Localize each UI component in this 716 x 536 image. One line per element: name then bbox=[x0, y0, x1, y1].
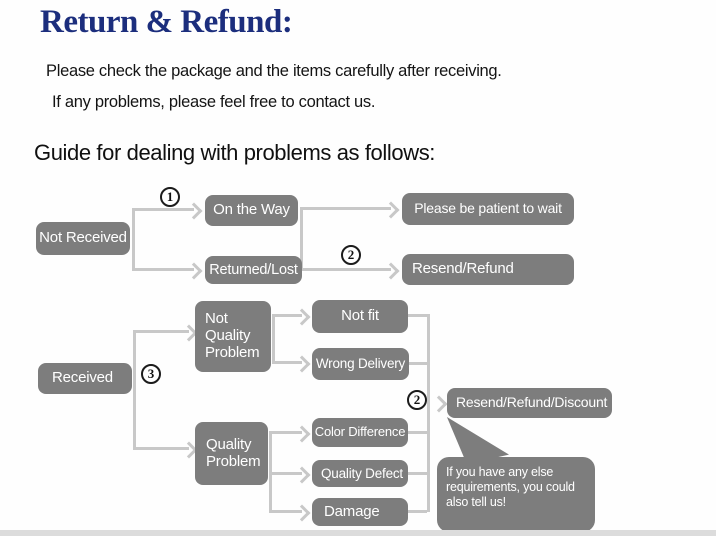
connector-line bbox=[132, 268, 194, 271]
connector-line bbox=[300, 207, 303, 270]
intro-line-2: If any problems, please feel free to con… bbox=[52, 93, 376, 111]
intro-line-1: Please check the package and the items c… bbox=[46, 62, 502, 80]
connector-line bbox=[272, 314, 302, 317]
guide-heading: Guide for dealing with problems as follo… bbox=[34, 140, 436, 165]
node-received: Received bbox=[38, 363, 132, 394]
connector-line bbox=[409, 362, 427, 365]
arrowhead-icon bbox=[185, 202, 203, 220]
arrowhead-icon bbox=[293, 355, 311, 373]
node-please-be-patient: Please be patient to wait bbox=[402, 193, 574, 225]
connector-line bbox=[408, 510, 427, 513]
node-quality-problem: Quality Problem bbox=[195, 422, 268, 485]
bottom-border-strip bbox=[0, 530, 716, 536]
connector-line bbox=[269, 431, 272, 512]
note-speech-bubble: If you have any else requirements, you c… bbox=[437, 457, 595, 532]
connector-line bbox=[272, 361, 302, 364]
arrowhead-icon bbox=[185, 262, 203, 280]
connector-line bbox=[132, 208, 194, 211]
arrowhead-icon bbox=[293, 504, 311, 522]
connector-line bbox=[133, 447, 189, 450]
connector-line bbox=[269, 472, 302, 475]
connector-line bbox=[408, 472, 427, 475]
connector-line bbox=[408, 314, 427, 317]
connector-line bbox=[300, 207, 391, 210]
arrowhead-icon bbox=[293, 308, 311, 326]
node-wrong-delivery: Wrong Delivery bbox=[312, 348, 409, 380]
node-resend-refund: Resend/Refund bbox=[402, 254, 574, 285]
connector-line bbox=[132, 208, 135, 271]
connector-line bbox=[133, 330, 189, 333]
arrowhead-icon bbox=[293, 425, 311, 443]
step-marker-2-top: 2 bbox=[341, 245, 361, 265]
arrowhead-icon bbox=[293, 466, 311, 484]
node-on-the-way: On the Way bbox=[205, 195, 298, 226]
node-not-quality-problem: Not Quality Problem bbox=[195, 301, 271, 372]
node-damage: Damage bbox=[312, 498, 408, 526]
node-not-received: Not Received bbox=[36, 222, 130, 255]
connector-line bbox=[269, 510, 302, 513]
page-title: Return & Refund: bbox=[40, 4, 293, 40]
step-marker-3: 3 bbox=[141, 364, 161, 384]
connector-line bbox=[272, 314, 275, 364]
node-quality-defect: Quality Defect bbox=[312, 460, 408, 487]
arrowhead-icon bbox=[382, 262, 400, 280]
arrowhead-icon bbox=[382, 201, 400, 219]
connector-line bbox=[408, 431, 427, 434]
step-marker-2-bottom: 2 bbox=[407, 390, 427, 410]
node-resend-refund-discount: Resend/Refund/Discount bbox=[447, 388, 612, 418]
arrowhead-icon bbox=[430, 395, 448, 413]
connector-line bbox=[133, 330, 136, 450]
node-not-fit: Not fit bbox=[312, 300, 408, 333]
connector-line bbox=[269, 431, 302, 434]
step-marker-1: 1 bbox=[160, 187, 180, 207]
connector-line bbox=[427, 314, 430, 512]
node-returned-lost: Returned/Lost bbox=[205, 256, 302, 284]
node-color-difference: Color Difference bbox=[312, 418, 408, 447]
connector-line bbox=[300, 268, 391, 271]
